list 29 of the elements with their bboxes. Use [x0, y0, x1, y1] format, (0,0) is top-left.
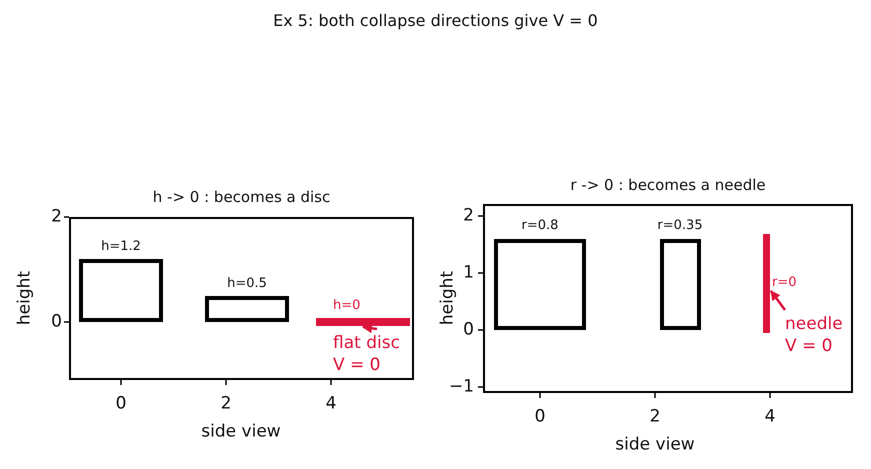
arrow	[770, 290, 786, 311]
dimension-label: r=0.8	[522, 219, 558, 232]
panel-title: h -> 0 : becomes a disc	[152, 188, 332, 206]
tick-label: 4	[326, 396, 336, 412]
annotation-text: needle V = 0	[785, 313, 855, 358]
figure-title: Ex 5: both collapse directions give V = 0	[272, 11, 599, 30]
tick-label: −1	[448, 378, 474, 396]
tick-label: 1	[463, 264, 474, 282]
y-axis-label: height	[16, 270, 34, 326]
tick-label: 0	[51, 314, 62, 330]
tick-label: 0	[463, 322, 474, 338]
y-axis-label: height	[440, 270, 456, 326]
tick-label: 2	[51, 208, 62, 226]
tick-label: 2	[463, 208, 474, 224]
annotation-text: flat disc V = 0	[333, 332, 413, 376]
panel-title: r -> 0 : becomes a needle	[569, 176, 767, 194]
tick-label: 2	[220, 396, 232, 412]
tick-label: 2	[650, 408, 660, 426]
dimension-label: h=0	[333, 299, 360, 312]
dimension-label: h=0.5	[227, 277, 267, 290]
dimension-label: r=0.35	[657, 219, 703, 232]
dimension-label: r=0	[772, 276, 797, 289]
x-axis-label: side view	[201, 424, 281, 440]
tick-label: 0	[116, 396, 126, 412]
tick-label: 4	[764, 408, 776, 426]
dimension-label: h=1.2	[101, 240, 141, 253]
arrow	[362, 323, 378, 334]
x-axis-label: side view	[615, 436, 695, 454]
tick-label: 0	[534, 408, 546, 426]
